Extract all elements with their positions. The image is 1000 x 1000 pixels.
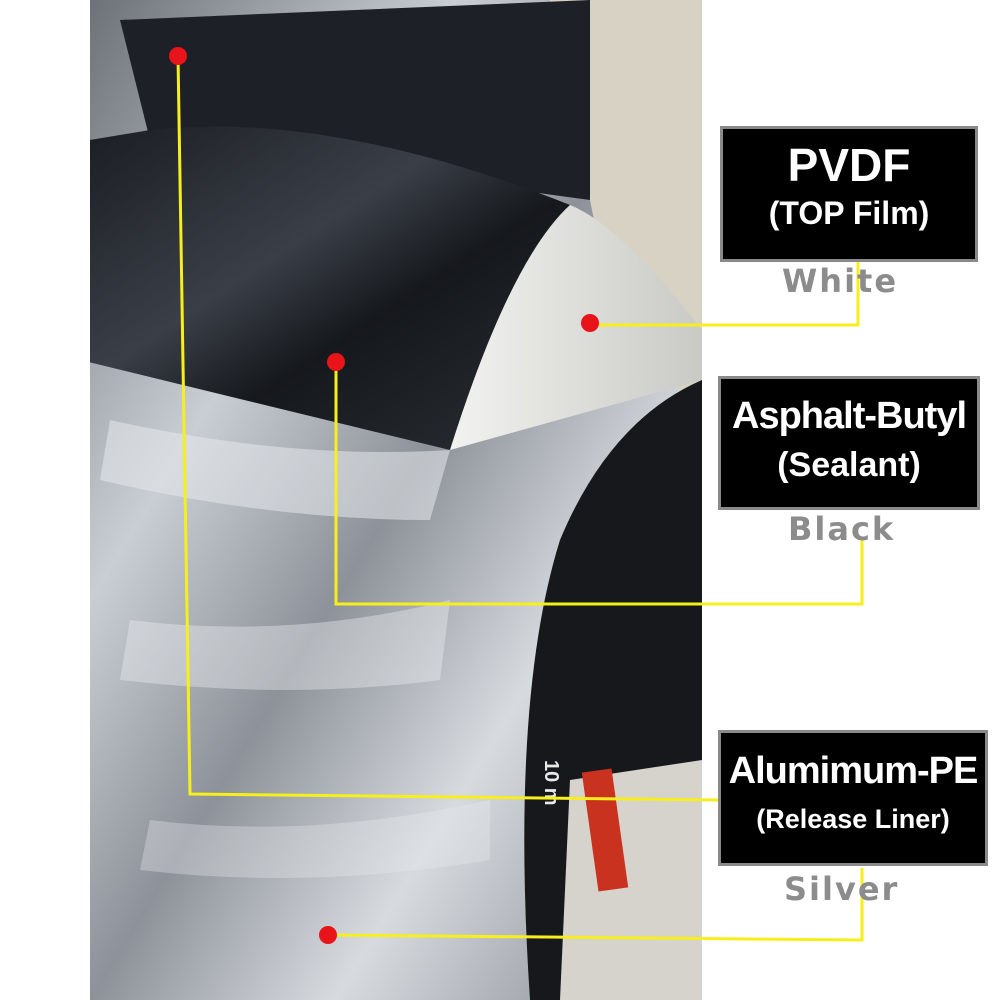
silver-highlight [120,600,450,690]
label-pvdf-subtitle: (TOP Film) [768,195,930,231]
label-aluminum-title: Alumimum-PE [728,750,979,792]
silver-highlight [100,420,450,520]
label-sealant-subtitle: (Sealant) [777,446,921,484]
leader-line-pvdf [590,262,860,327]
label-aluminum: Alumimum-PE (Release Liner) [718,730,988,866]
label-sealant: Asphalt-Butyl (Sealant) [718,376,980,510]
marker-dot-sealant [327,353,345,371]
marker-dot-aluminum [169,47,187,65]
silver-highlight [140,800,490,878]
label-sealant-title: Asphalt-Butyl [732,395,967,437]
pvdf-film-layer [450,205,702,450]
label-aluminum-color: Silver [784,870,900,908]
leader-line-silver-surface [327,868,864,942]
label-pvdf-title: PVDF [787,139,911,191]
label-aluminum-subtitle: (Release Liner) [756,804,950,834]
sealant-layer [90,126,570,450]
marker-dot-silver-surface [319,926,337,944]
label-pvdf: PVDF (TOP Film) [720,126,978,262]
product-photo: 10 m [90,0,702,1000]
leader-line-aluminum [176,55,719,802]
marker-dot-pvdf [581,314,599,332]
roll-length-text: 10 m [540,760,562,806]
tape-roll-illustration: 10 m [90,0,702,1000]
label-pvdf-color: White [782,262,899,300]
label-sealant-color: Black [788,510,896,548]
leader-line-sealant [334,362,864,606]
